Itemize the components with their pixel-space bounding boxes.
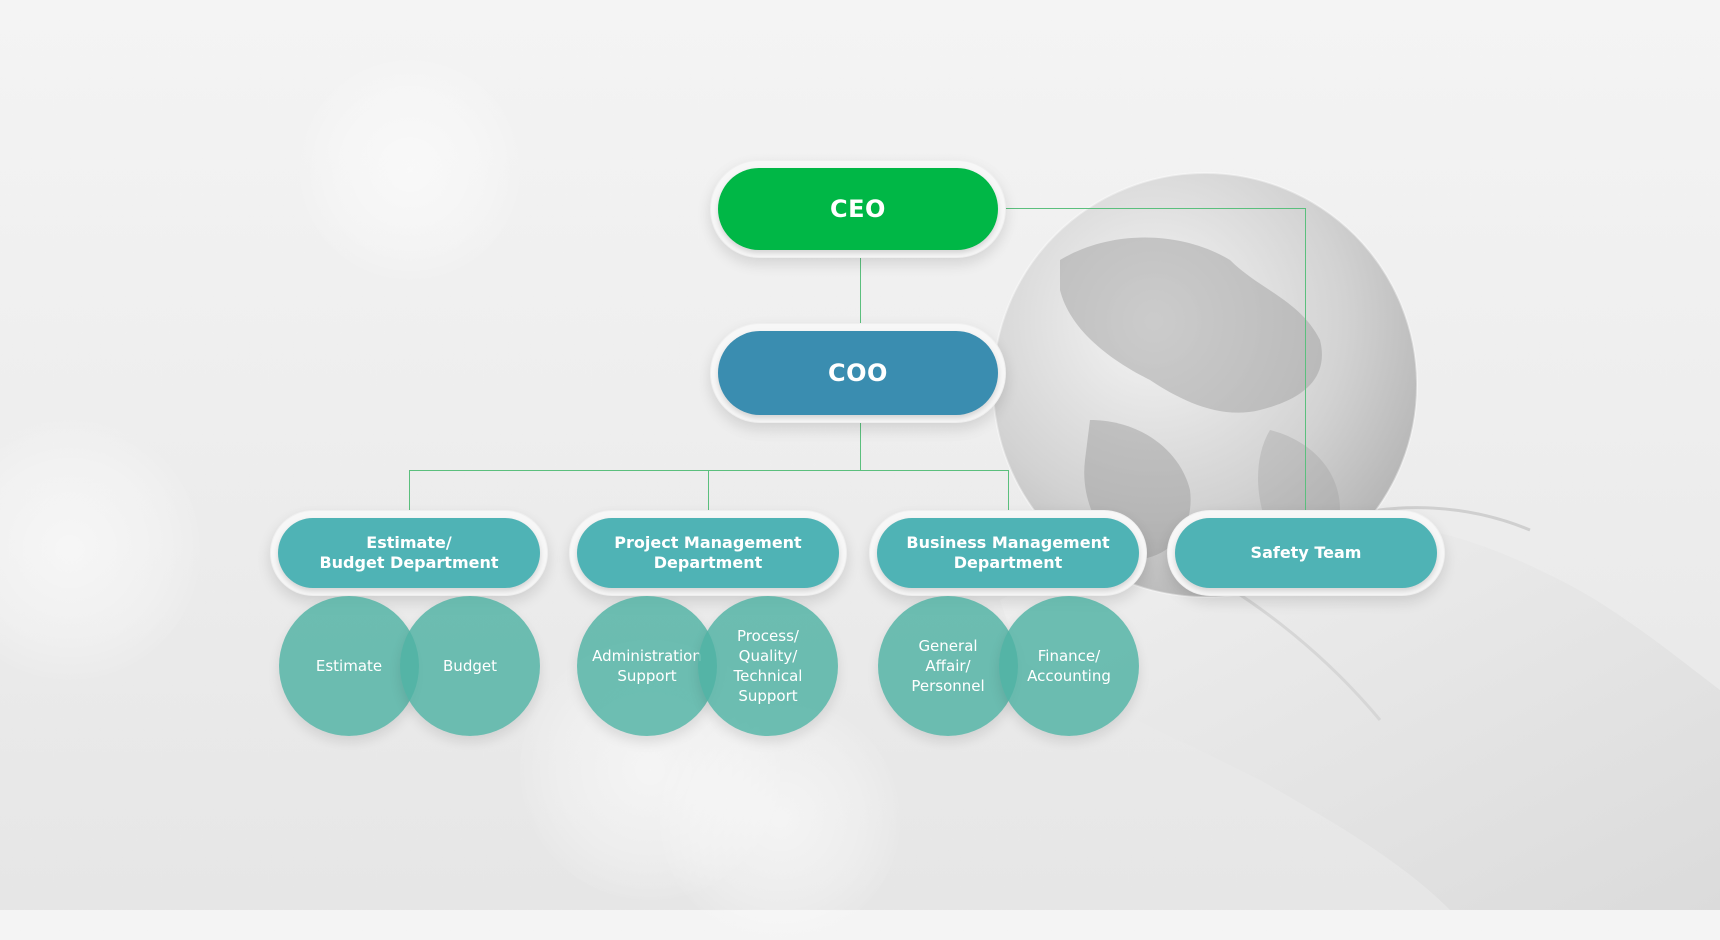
department-label: Business Management Department xyxy=(877,518,1139,588)
org-chart: CEO COO Estimate/ Budget Department Esti… xyxy=(270,160,1445,736)
connector-dept-bar xyxy=(409,470,1009,471)
connector-dept-3 xyxy=(1008,470,1009,510)
connector-ceo-coo xyxy=(860,258,861,323)
ceo-label: CEO xyxy=(718,168,998,250)
ceo-node: CEO xyxy=(710,160,1006,258)
connector-coo-down xyxy=(860,423,861,470)
coo-node: COO xyxy=(710,323,1006,423)
department-project-management: Project Management Department xyxy=(569,510,847,596)
department-label: Estimate/ Budget Department xyxy=(278,518,540,588)
unit-estimate: Estimate xyxy=(279,596,419,736)
unit-process-quality-technical-support: Process/ Quality/ Technical Support xyxy=(698,596,838,736)
unit-administration-support: Administration Support xyxy=(577,596,717,736)
department-label: Project Management Department xyxy=(577,518,839,588)
connector-dept-1 xyxy=(409,470,410,510)
safety-team-node: Safety Team xyxy=(1167,510,1445,596)
connector-dept-2 xyxy=(708,470,709,510)
connector-ceo-safety-h xyxy=(1004,208,1306,209)
unit-finance-accounting: Finance/ Accounting xyxy=(999,596,1139,736)
department-business-management: Business Management Department xyxy=(869,510,1147,596)
safety-team-label: Safety Team xyxy=(1175,518,1437,588)
unit-general-affair-personnel: General Affair/ Personnel xyxy=(878,596,1018,736)
department-estimate-budget: Estimate/ Budget Department xyxy=(270,510,548,596)
coo-label: COO xyxy=(718,331,998,415)
unit-budget: Budget xyxy=(400,596,540,736)
connector-ceo-safety-v xyxy=(1305,208,1306,510)
